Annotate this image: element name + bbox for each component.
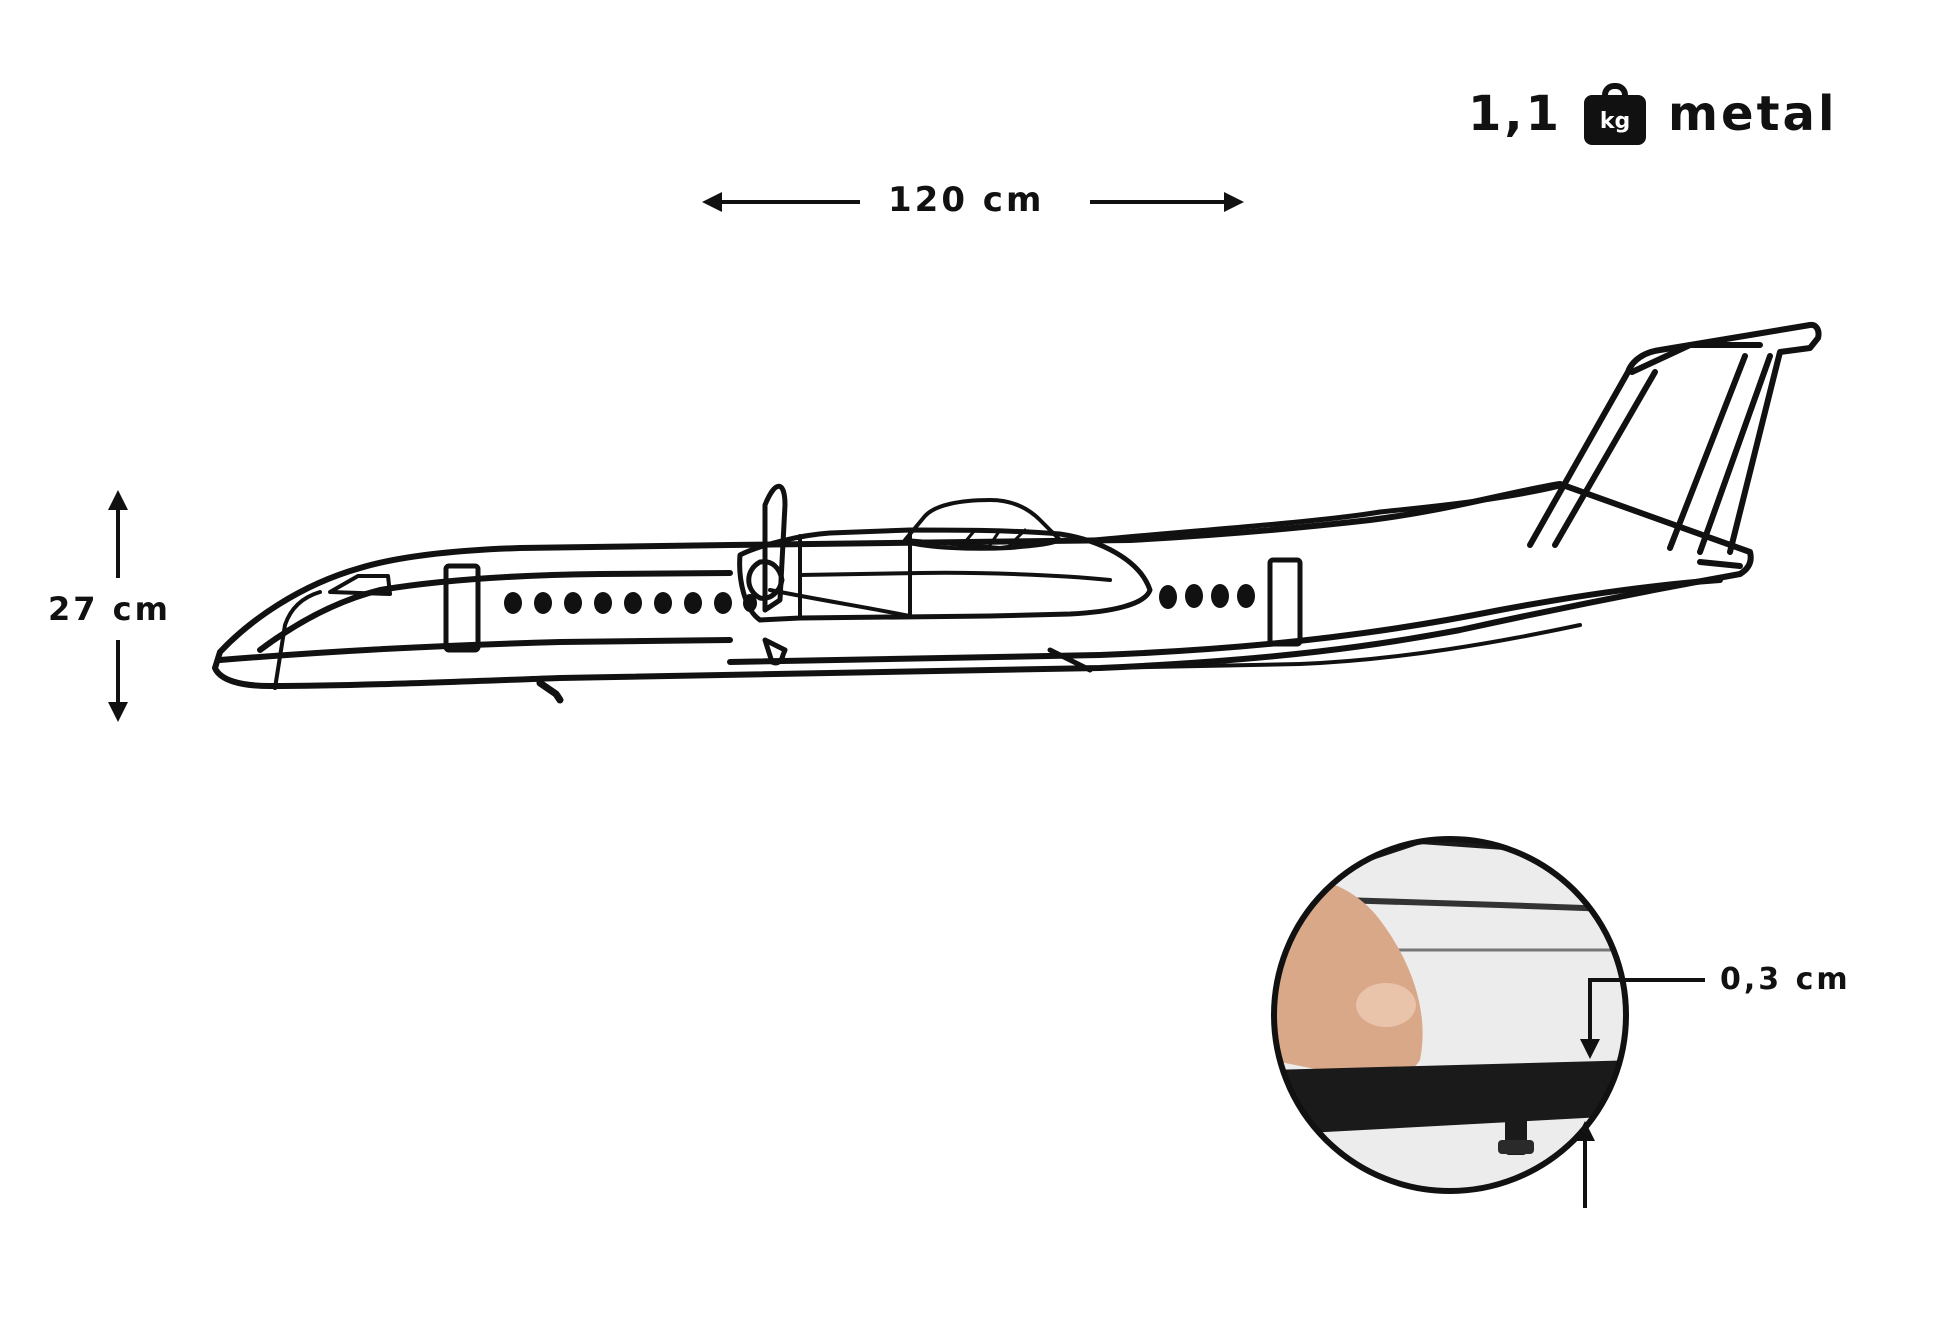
- material-label: metal: [1668, 86, 1838, 142]
- width-label: 120 cm: [888, 180, 1045, 220]
- weight-value: 1,1: [1468, 86, 1563, 142]
- weight-bag-icon: kg: [1584, 83, 1647, 145]
- rear-cabin-windows: [1159, 584, 1255, 609]
- weight-indicator: 1,1 kg metal: [1468, 82, 1837, 146]
- weight-unit-label: kg: [1599, 109, 1631, 134]
- height-label: 27 cm: [48, 590, 171, 628]
- front-cabin-windows: [504, 592, 757, 614]
- airplane-silhouette: [212, 321, 1822, 704]
- thickness-detail-photo: [1271, 836, 1705, 1208]
- thickness-label: 0,3 cm: [1720, 962, 1851, 997]
